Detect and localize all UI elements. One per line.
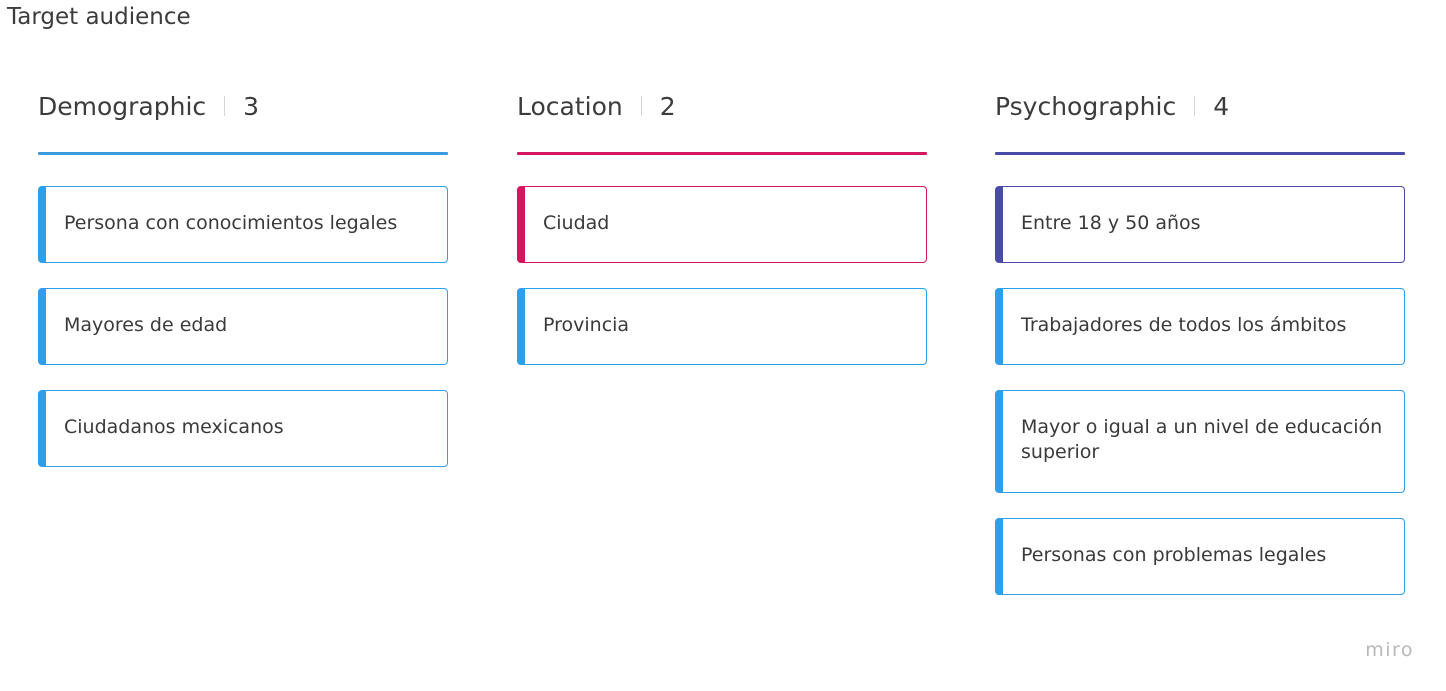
column-title: Demographic: [38, 91, 207, 121]
column-title: Location: [517, 91, 623, 121]
column-header[interactable]: Location 2: [517, 86, 927, 126]
card[interactable]: Mayores de edad: [38, 288, 448, 365]
column-header[interactable]: Demographic 3: [38, 86, 448, 126]
column-accent-line: [38, 152, 448, 155]
card[interactable]: Trabajadores de todos los ámbitos: [995, 288, 1405, 365]
card[interactable]: Provincia: [517, 288, 927, 365]
card[interactable]: Mayor o igual a un nivel de educación su…: [995, 390, 1405, 493]
card[interactable]: Ciudadanos mexicanos: [38, 390, 448, 467]
column-header-divider: [1194, 96, 1196, 116]
card[interactable]: Personas con problemas legales: [995, 518, 1405, 595]
board-title: Target audience: [7, 4, 191, 30]
column-header-divider: [224, 96, 226, 116]
column-header[interactable]: Psychographic 4: [995, 86, 1405, 126]
column-title: Psychographic: [995, 91, 1177, 121]
column-demographic: Demographic 3 Persona con conocimientos …: [38, 86, 448, 492]
column-count: 4: [1213, 91, 1230, 121]
card-list: Persona con conocimientos legales Mayore…: [38, 186, 448, 467]
column-psychographic: Psychographic 4 Entre 18 y 50 años Traba…: [995, 86, 1405, 620]
column-accent-line: [995, 152, 1405, 155]
card-list: Entre 18 y 50 años Trabajadores de todos…: [995, 186, 1405, 595]
miro-logo: miro: [1365, 639, 1414, 661]
column-count: 3: [243, 91, 260, 121]
column-count: 2: [659, 91, 676, 121]
card[interactable]: Ciudad: [517, 186, 927, 263]
column-accent-line: [517, 152, 927, 155]
column-header-divider: [640, 96, 642, 116]
card-list: Ciudad Provincia: [517, 186, 927, 365]
card[interactable]: Entre 18 y 50 años: [995, 186, 1405, 263]
card[interactable]: Persona con conocimientos legales: [38, 186, 448, 263]
column-location: Location 2 Ciudad Provincia: [517, 86, 927, 390]
